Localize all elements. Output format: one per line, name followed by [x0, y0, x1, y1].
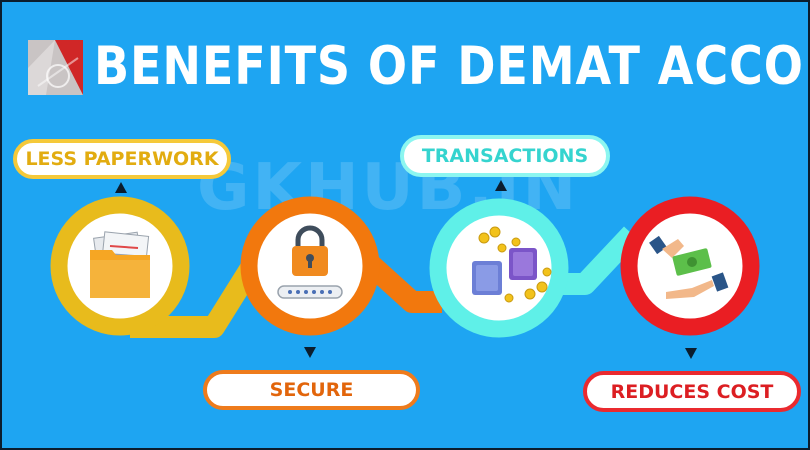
benefit-label-reduces-cost: REDUCES COST [583, 371, 801, 412]
benefit-label-secure: SECURE [203, 370, 420, 410]
arrow-up-icon [495, 180, 507, 191]
arrow-down-icon [304, 347, 316, 358]
benefit-label-less-paperwork: LESS PAPERWORK [13, 139, 231, 179]
logo-badge-icon [28, 40, 83, 95]
benefit-label-transactions: TRANSACTIONS [400, 135, 610, 177]
arrow-up-icon [115, 182, 127, 193]
padlock-password-icon [277, 225, 343, 299]
hands-exchanging-money-icon [649, 235, 729, 299]
page-title: BENEFITS OF DEMAT ACCOUNT [94, 36, 808, 97]
folder-documents-icon [90, 231, 150, 298]
arrow-down-icon [685, 348, 697, 359]
wallets-coins-icon [472, 226, 552, 303]
